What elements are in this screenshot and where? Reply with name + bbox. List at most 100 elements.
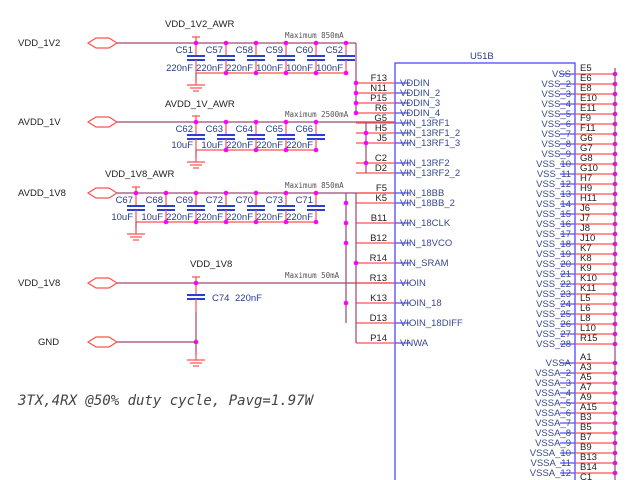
pin-number: K8 [580, 253, 592, 264]
port-label: AVDD_1V8 [18, 188, 66, 199]
cap-value: 220nF [256, 140, 283, 151]
max-current-label: Maximum 850mA [285, 31, 344, 40]
cap-value: 220nF [226, 63, 253, 74]
junction-dot [353, 260, 359, 266]
pin-name: VSSA_2 [535, 368, 571, 379]
port-label: AVDD_1V [18, 117, 61, 128]
port-vdd_1v2 [86, 37, 119, 49]
pin-name: VSS_20 [536, 259, 571, 270]
net-label: AVDD_1V_AWR [165, 99, 235, 110]
junction-dot [193, 190, 199, 196]
pin-name: VSSA_4 [535, 388, 571, 399]
junction-dot [313, 70, 319, 76]
cap-ref: C73 [266, 195, 283, 206]
junction-dot [313, 40, 319, 46]
pin-number: F9 [580, 113, 591, 124]
cap-ref: C65 [266, 124, 283, 135]
pin-number: A1 [580, 352, 592, 363]
junction-dot [313, 147, 319, 153]
net-label: VDD_1V8_AWR [105, 169, 174, 180]
junction-dot [343, 70, 349, 76]
cap-value: 220nF [196, 212, 223, 223]
junction-dot [283, 219, 289, 225]
junction-dot [353, 80, 359, 86]
net-label: VDD_1V8 [190, 259, 232, 270]
pin-name: VDDIN [400, 78, 430, 89]
pin-name: VIOIN [400, 278, 426, 289]
pin-number: G6 [580, 133, 593, 144]
pin-name: VSS_7 [541, 129, 571, 140]
pin-name: VSS_23 [536, 289, 571, 300]
pin-number: L6 [580, 303, 591, 314]
junction-dot [363, 140, 369, 146]
pin-name: VSSA_9 [535, 438, 571, 449]
pin-number: H9 [580, 183, 592, 194]
junction-dot [313, 119, 319, 125]
pin-number: A9 [580, 392, 592, 403]
pin-name: VSSA_8 [535, 428, 571, 439]
cap-ref: C69 [176, 195, 193, 206]
pin-name: VSS_8 [541, 139, 571, 150]
duty-cycle-note: 3TX,4RX @50% duty cycle, Pavg=1.97W [17, 393, 315, 409]
pin-name: VSSA_12 [530, 468, 571, 479]
pin-name: VDDIN_4 [400, 108, 440, 119]
pin-number: L10 [580, 323, 596, 334]
pin-name: VSS_13 [536, 189, 571, 200]
pin-name: VSS_9 [541, 149, 571, 160]
junction-dot [343, 40, 349, 46]
cap-value: 220nF [226, 140, 253, 151]
junction-dot [193, 119, 199, 125]
pin-name: VSS [552, 69, 571, 80]
pin-number: D13 [370, 313, 387, 324]
pin-name: VSS_4 [541, 99, 571, 110]
pin-number: C2 [375, 153, 387, 164]
pin-name: VIN_SRAM [400, 258, 449, 269]
junction-dot [313, 219, 319, 225]
pin-number: B13 [580, 452, 597, 463]
cap-value: 220nF [286, 140, 313, 151]
pin-number: F5 [376, 183, 387, 194]
pin-number: K11 [580, 283, 596, 294]
cap-value: 10uF [111, 212, 133, 223]
pin-number: P14 [370, 333, 387, 344]
pin-number: C1 [580, 472, 592, 480]
cap-ref: C71 [296, 195, 313, 206]
pin-number: E8 [580, 83, 592, 94]
pin-name: VSS_17 [536, 229, 571, 240]
pin-number: J5 [377, 133, 387, 144]
cap-value: 100nF [316, 63, 343, 74]
pin-name: VIN_13RF2_2 [400, 168, 460, 179]
pin-number: H7 [580, 173, 592, 184]
pin-number: K7 [580, 243, 592, 254]
cap-ref: C64 [236, 124, 253, 135]
part-designator: U51B [470, 51, 494, 62]
cap-ref: C67 [116, 195, 133, 206]
junction-dot [223, 219, 229, 225]
pin-number: J10 [580, 233, 595, 244]
pin-number: R15 [580, 333, 597, 344]
pin-number: N11 [370, 83, 387, 94]
pin-name: VSSA_6 [535, 408, 571, 419]
pin-number: J7 [580, 213, 590, 224]
cap-ref: C72 [206, 195, 223, 206]
max-current-label: Maximum 850mA [285, 181, 344, 190]
junction-dot [283, 40, 289, 46]
junction-dot [223, 70, 229, 76]
junction-dot [283, 70, 289, 76]
pin-number: L8 [580, 313, 591, 324]
pin-name: VIN_18VCO [400, 238, 452, 249]
junction-dot [253, 147, 259, 153]
pin-name: VDDIN_3 [400, 98, 440, 109]
junction-dot [283, 119, 289, 125]
pin-number: B14 [580, 462, 597, 473]
max-current-label: Maximum 50mA [285, 271, 340, 280]
junction-dot [193, 219, 199, 225]
cap-ref: C51 [176, 45, 193, 56]
junction-dot [343, 240, 349, 246]
cap-ref: C66 [296, 124, 313, 135]
cap-ref: C63 [206, 124, 223, 135]
pin-name: VSS_10 [536, 159, 571, 170]
pin-number: H5 [375, 123, 387, 134]
